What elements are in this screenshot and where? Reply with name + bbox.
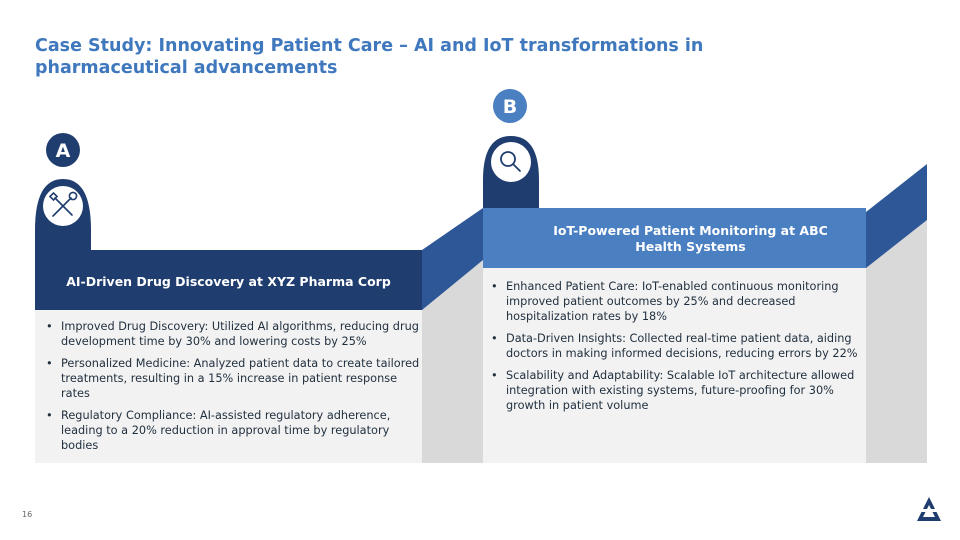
case-b-icon-circle bbox=[491, 142, 531, 182]
list-item: Regulatory Compliance: AI-assisted regul… bbox=[42, 408, 420, 453]
case-a-bullets: Improved Drug Discovery: Utilized AI alg… bbox=[42, 319, 420, 460]
list-item: Data-Driven Insights: Collected real-tim… bbox=[487, 331, 867, 361]
case-b-badge-letter: B bbox=[503, 96, 517, 118]
list-item: Scalability and Adaptability: Scalable I… bbox=[487, 368, 867, 413]
slide-title: Case Study: Innovating Patient Care – AI… bbox=[35, 36, 704, 78]
list-item: Personalized Medicine: Analyzed patient … bbox=[42, 356, 420, 401]
list-item: Improved Drug Discovery: Utilized AI alg… bbox=[42, 319, 420, 349]
list-item: Enhanced Patient Care: IoT-enabled conti… bbox=[487, 279, 867, 324]
tools-icon bbox=[48, 191, 78, 217]
page-number: 16 bbox=[22, 510, 33, 519]
right-ramp bbox=[866, 164, 927, 268]
case-a-title: AI-Driven Drug Discovery at XYZ Pharma C… bbox=[66, 274, 391, 289]
right-shadow bbox=[866, 220, 927, 463]
connector-ramp bbox=[422, 208, 483, 310]
case-b-bullets: Enhanced Patient Care: IoT-enabled conti… bbox=[487, 279, 867, 420]
case-b-title: IoT-Powered Patient Monitoring at ABC He… bbox=[553, 223, 828, 254]
case-a-badge bbox=[46, 133, 80, 167]
case-a-badge-letter: A bbox=[56, 140, 71, 162]
case-a-column bbox=[35, 179, 422, 310]
case-b-badge bbox=[493, 89, 527, 123]
case-b-header-bg bbox=[483, 208, 866, 268]
connector-shadow bbox=[422, 260, 483, 463]
company-logo-icon bbox=[915, 497, 943, 521]
magnifier-icon bbox=[500, 151, 521, 172]
